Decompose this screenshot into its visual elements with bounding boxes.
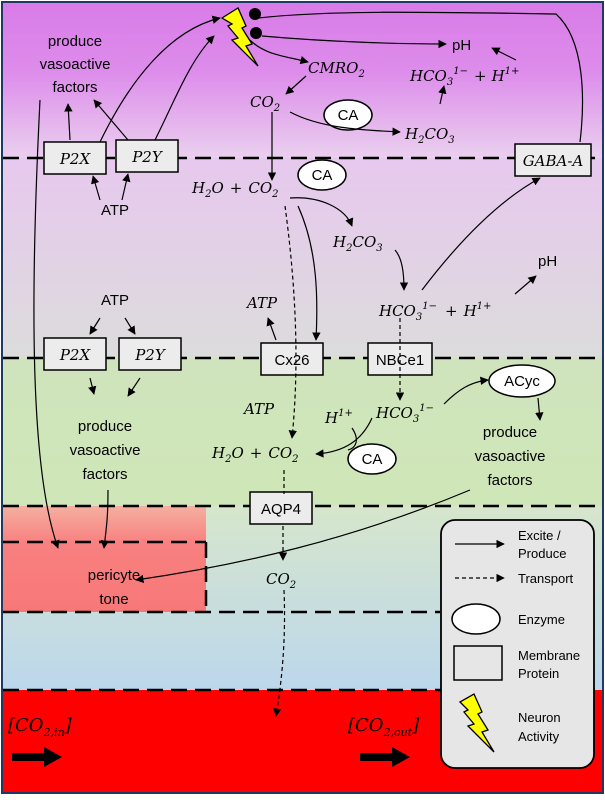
gaba-a-receptor (514, 143, 592, 177)
ca-label-astro: CA (362, 451, 383, 468)
aqp4-channel (249, 491, 313, 525)
hco3-astro-label: HCO31− (375, 403, 434, 425)
ph-mid-label: pH (538, 253, 557, 270)
neuron-activity-icon (220, 7, 259, 67)
neurotransmitter-dot-icon (250, 27, 262, 39)
hco3-h-top-label: HCO31−+H1+ (409, 66, 519, 88)
aqp4-label: AQP4 (261, 501, 301, 518)
p2x-receptor-mid (43, 337, 107, 371)
ph-top-label: pH (452, 37, 471, 54)
legend-neuron-label-1: Neuron (518, 710, 561, 725)
neuron-cytoplasm-region (3, 158, 602, 358)
ca-enzyme-top (323, 99, 373, 131)
p2y-label-top: P2Y (131, 148, 164, 166)
p2x-label-top: P2X (59, 150, 92, 168)
hco3-h-mid-label: HCO31−+H1+ (378, 301, 491, 323)
p2y-label-mid: P2Y (134, 346, 167, 364)
co2-in-label: [CO2,in] (8, 715, 73, 739)
produce-vasoactive-right-1: produce (483, 424, 537, 441)
h2o-co2-lower-label: H2O+CO2 (211, 444, 299, 465)
p2x-label-mid: P2X (59, 346, 92, 364)
legend-excite-label-1: Excite / (518, 528, 561, 543)
legend-neuron-activity-icon (458, 693, 495, 753)
legend-transport-label: Transport (518, 571, 574, 586)
legend-enzyme-label: Enzyme (518, 612, 565, 627)
atp-mid-left-label: ATP (101, 292, 129, 309)
neurotransmitter-dot-icon (249, 8, 261, 20)
co2-top-label: CO2 (250, 93, 280, 114)
h2co3-top-label: H2CO3 (404, 125, 455, 146)
acyc-enzyme (488, 364, 556, 398)
produce-vasoactive-right-2: vasoactive (475, 448, 546, 465)
atp-top-label: ATP (101, 202, 129, 219)
legend-membrane-label-1: Membrane (518, 648, 580, 663)
neuron-region (3, 3, 602, 158)
pericyte-tone-2: tone (99, 591, 128, 608)
produce-vasoactive-mid-1: produce (78, 418, 132, 435)
legend-neuron-label-2: Activity (518, 729, 560, 744)
legend-membrane-swatch (453, 645, 503, 681)
p2x-receptor-top (43, 141, 107, 175)
p2y-receptor-mid (118, 337, 182, 371)
pericyte-tone-1: pericyte (88, 567, 141, 584)
produce-vasoactive-mid-2: vasoactive (70, 442, 141, 459)
pericyte-region (3, 506, 206, 612)
blood-flow-arrow-out (360, 747, 410, 767)
atp-mid-italic-label: ATP (245, 294, 278, 312)
blood-flow-arrow-in (12, 747, 62, 767)
h2o-co2-upper-label: H2O+CO2 (191, 179, 279, 200)
legend: Excite / Produce Transport Enzyme Membra… (440, 519, 595, 769)
excite-arrows (33, 11, 584, 584)
cmro2-label: CMRO2 (308, 59, 365, 80)
acyc-label: ACyc (504, 373, 540, 390)
p2y-receptor-top (115, 139, 179, 173)
co2-wall-label: CO2 (266, 570, 296, 591)
produce-vasoactive-mid-3: factors (82, 466, 127, 483)
ca-label-mid: CA (312, 167, 333, 184)
h2co3-mid-label: H2CO3 (332, 233, 383, 254)
legend-membrane-label-2: Protein (518, 666, 559, 681)
legend-excite-label-2: Produce (518, 546, 566, 561)
legend-enzyme-swatch (451, 603, 501, 635)
atp-astro-italic-label: ATP (242, 400, 275, 418)
ca-enzyme-mid (297, 159, 347, 191)
transport-arrows (273, 205, 405, 717)
h-astro-label: H1+ (324, 408, 353, 427)
produce-vasoactive-top-3: factors (52, 79, 97, 96)
produce-vasoactive-top-1: produce (48, 33, 102, 50)
ca-label-top: CA (338, 107, 359, 124)
cx26-channel (260, 342, 324, 376)
produce-vasoactive-top-2: vasoactive (40, 56, 111, 73)
co2-out-label: [CO2,out] (348, 715, 420, 739)
gaba-a-label: GABA-A (523, 152, 584, 170)
cx26-label: Cx26 (274, 352, 309, 369)
ca-enzyme-astro (347, 443, 397, 475)
produce-vasoactive-right-3: factors (487, 472, 532, 489)
